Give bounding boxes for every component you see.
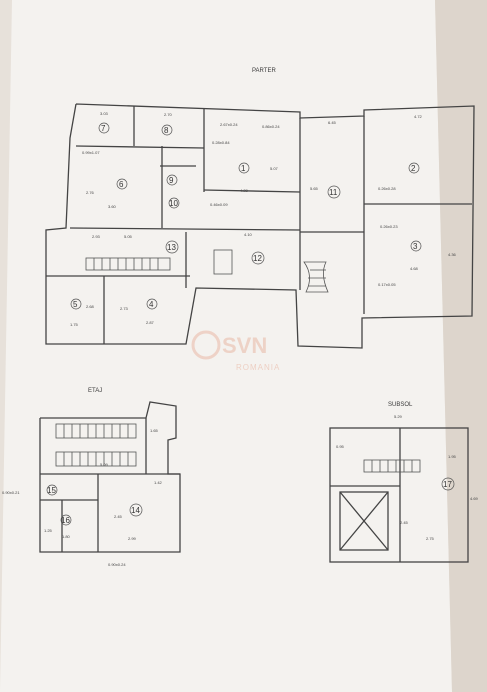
dim-label: 1.75 xyxy=(70,322,79,327)
dim-label: 0.90x0.21 xyxy=(2,490,20,495)
room-13: 13 xyxy=(167,243,176,252)
dim-label: 4.72 xyxy=(414,114,423,119)
dim-label: 0.26x0.28 xyxy=(378,186,396,191)
dim-label: 2.73 xyxy=(120,306,129,311)
dim-label: 4.10 xyxy=(244,232,253,237)
dim-label: 3.60 xyxy=(108,204,117,209)
dim-label: 2.70 xyxy=(164,112,173,117)
dim-label: 5.29 xyxy=(394,414,403,419)
dim-label: 2.45 xyxy=(114,514,123,519)
etaj-room-labels: 14 15 16 xyxy=(46,484,143,526)
room-9: 9 xyxy=(169,176,174,185)
etaj-title: ETAJ xyxy=(88,388,102,394)
dim-label: 2.75 xyxy=(426,536,435,541)
room-11: 11 xyxy=(329,188,338,197)
dim-label: 2.45 xyxy=(400,520,409,525)
subsol-dimensions: 5.29 0.95 1.95 2.45 2.75 4.69 xyxy=(336,414,479,541)
room-15: 15 xyxy=(47,486,56,495)
dim-label: 1.25 xyxy=(44,528,53,533)
parter-room-labels: 7 8 6 1 9 10 11 2 3 12 13 5 4 xyxy=(70,122,422,310)
room-4: 4 xyxy=(149,300,154,309)
dim-label: 2.76 xyxy=(86,190,95,195)
room-12: 12 xyxy=(253,254,262,263)
room-5: 5 xyxy=(73,300,78,309)
paper-sheet xyxy=(0,0,452,692)
dim-label: 0.90x0.24 xyxy=(108,562,126,567)
dim-label: 2.93 xyxy=(92,234,101,239)
dim-label: 6.45 xyxy=(328,120,337,125)
room-6: 6 xyxy=(119,180,124,189)
subsol-plan xyxy=(329,427,469,563)
dim-label: 2.67x0.24 xyxy=(220,122,238,127)
room-14: 14 xyxy=(131,506,140,515)
dim-label: 0.28x0.84 xyxy=(212,140,230,145)
watermark-brand: SVN xyxy=(222,333,267,358)
subsol-stairs xyxy=(363,459,421,473)
subsol-room-labels: 17 xyxy=(441,477,455,491)
dim-label: 5.07 xyxy=(270,166,279,171)
dim-label: 0.46x0.09 xyxy=(210,202,228,207)
dim-label: 1.80 xyxy=(62,534,71,539)
dim-label: 0.99x1.07 xyxy=(82,150,100,155)
dim-label: 2.68 xyxy=(86,304,95,309)
room-17: 17 xyxy=(443,480,452,489)
dim-label: 4.68 xyxy=(410,266,419,271)
dim-label: 0.86x0.24 xyxy=(262,124,280,129)
dim-label: 2.99 xyxy=(128,536,137,541)
room-2: 2 xyxy=(411,164,416,173)
dim-label: 0.17x0.05 xyxy=(378,282,396,287)
dim-label: 5.65 xyxy=(310,186,319,191)
room-8: 8 xyxy=(164,126,169,135)
parter-plan xyxy=(45,103,475,349)
dim-label: 5.05 xyxy=(124,234,133,239)
etaj-dimensions: 1.65 5.09 2.45 2.99 1.42 1.80 1.25 0.90x… xyxy=(2,428,163,567)
parter-stairs xyxy=(85,249,329,293)
room-1: 1 xyxy=(241,164,246,173)
etaj-stairs xyxy=(55,423,137,467)
dim-label: 5.09 xyxy=(100,462,109,467)
dim-label: 3.03 xyxy=(100,111,109,116)
watermark-sub: ROMANIA xyxy=(236,363,280,372)
dim-label: 0.95 xyxy=(336,444,345,449)
dim-label: 1.65 xyxy=(150,428,159,433)
room-3: 3 xyxy=(413,242,418,251)
parter-title: PARTER xyxy=(252,68,276,74)
dim-label: 1.95 xyxy=(448,454,457,459)
dim-label: 4.69 xyxy=(470,496,479,501)
room-16: 16 xyxy=(61,516,70,525)
room-10: 10 xyxy=(169,199,178,208)
svn-watermark: SVN ROMANIA xyxy=(191,330,280,372)
dim-label: 4.28 xyxy=(240,188,249,193)
dim-label: 0.26x0.23 xyxy=(380,224,398,229)
parter-dimensions: 3.03 2.70 2.67x0.24 0.86x0.24 6.45 4.72 … xyxy=(70,111,457,327)
dim-label: 1.42 xyxy=(154,480,163,485)
dim-label: 4.36 xyxy=(448,252,457,257)
subsol-title: SUBSOL xyxy=(388,402,413,408)
room-7: 7 xyxy=(101,124,106,133)
etaj-plan xyxy=(39,401,181,553)
dim-label: 2.87 xyxy=(146,320,155,325)
